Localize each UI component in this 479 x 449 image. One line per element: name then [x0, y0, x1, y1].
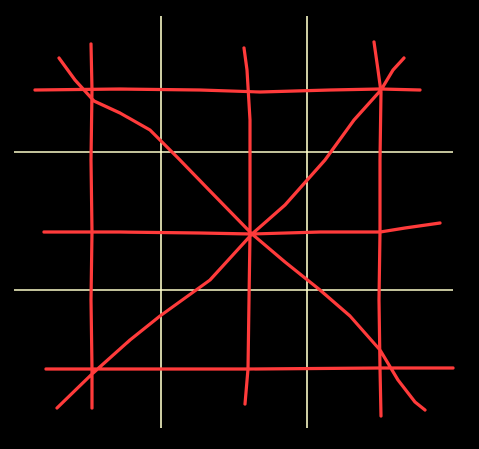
diagonal-stroke-up [55, 56, 406, 410]
horizontal-stroke-bottom [44, 366, 455, 371]
hand-drawn-strokes [33, 40, 455, 418]
horizontal-stroke-middle [42, 221, 442, 236]
vertical-stroke-right [372, 40, 383, 418]
vertical-stroke-left [89, 42, 94, 410]
